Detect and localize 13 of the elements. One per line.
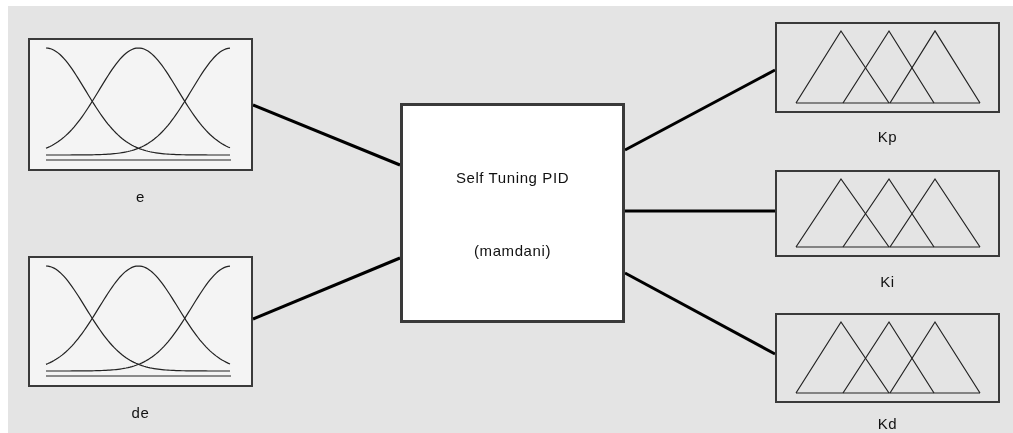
inference-type: (mamdani) (473, 242, 552, 260)
variable-name: de (131, 404, 150, 422)
connector-line (252, 256, 401, 321)
connector-line (625, 209, 775, 213)
connector-line (252, 103, 401, 167)
variable-name: Kp (877, 128, 898, 146)
variable-name: e (136, 188, 145, 206)
variable-name: Kd (877, 415, 898, 433)
connector-line (624, 271, 776, 356)
rule-base-box (400, 103, 625, 323)
variable-name: Ki (880, 273, 895, 291)
connector-line (624, 68, 776, 152)
system-name: Self Tuning PID (455, 169, 570, 187)
